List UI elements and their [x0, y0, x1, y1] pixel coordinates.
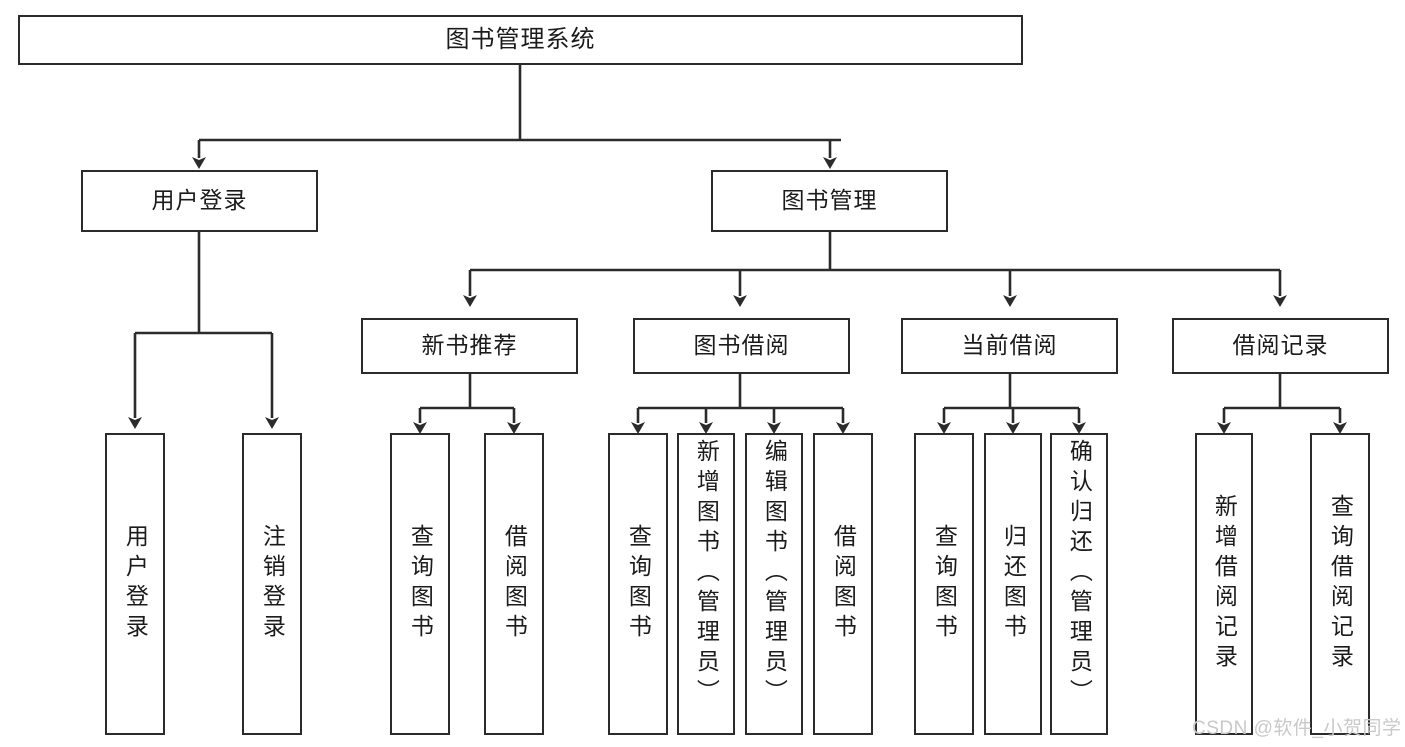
leaf-user-login-login[interactable]: 用户登录: [105, 433, 165, 735]
leaf-records-query-record[interactable]: 查询借阅记录: [1310, 433, 1370, 735]
leaf-current-confirm-return-admin[interactable]: 确认归还（管理员）: [1050, 433, 1108, 735]
leaf-new-book-borrow-books[interactable]: 借阅图书: [484, 433, 544, 735]
leaf-records-add-record[interactable]: 新增借阅记录: [1195, 433, 1253, 735]
leaf-user-login-logout[interactable]: 注销登录: [242, 433, 302, 735]
node-borrow-records[interactable]: 借阅记录: [1172, 318, 1389, 374]
leaf-borrow-query-books[interactable]: 查询图书: [608, 433, 668, 735]
leaf-borrow-edit-book-admin[interactable]: 编辑图书（管理员）: [745, 433, 803, 735]
leaf-current-query-books[interactable]: 查询图书: [914, 433, 974, 735]
leaf-borrow-borrow-books[interactable]: 借阅图书: [813, 433, 873, 735]
leaf-new-book-query-books[interactable]: 查询图书: [390, 433, 450, 735]
leaf-current-return-books[interactable]: 归还图书: [984, 433, 1042, 735]
node-current-borrow[interactable]: 当前借阅: [901, 318, 1118, 374]
node-book-borrow[interactable]: 图书借阅: [633, 318, 850, 374]
node-new-book-recommend[interactable]: 新书推荐: [361, 318, 578, 374]
node-book-management[interactable]: 图书管理: [711, 170, 948, 232]
node-root-book-management-system[interactable]: 图书管理系统: [18, 15, 1023, 65]
node-user-login[interactable]: 用户登录: [81, 170, 318, 232]
leaf-borrow-add-book-admin[interactable]: 新增图书（管理员）: [677, 433, 735, 735]
